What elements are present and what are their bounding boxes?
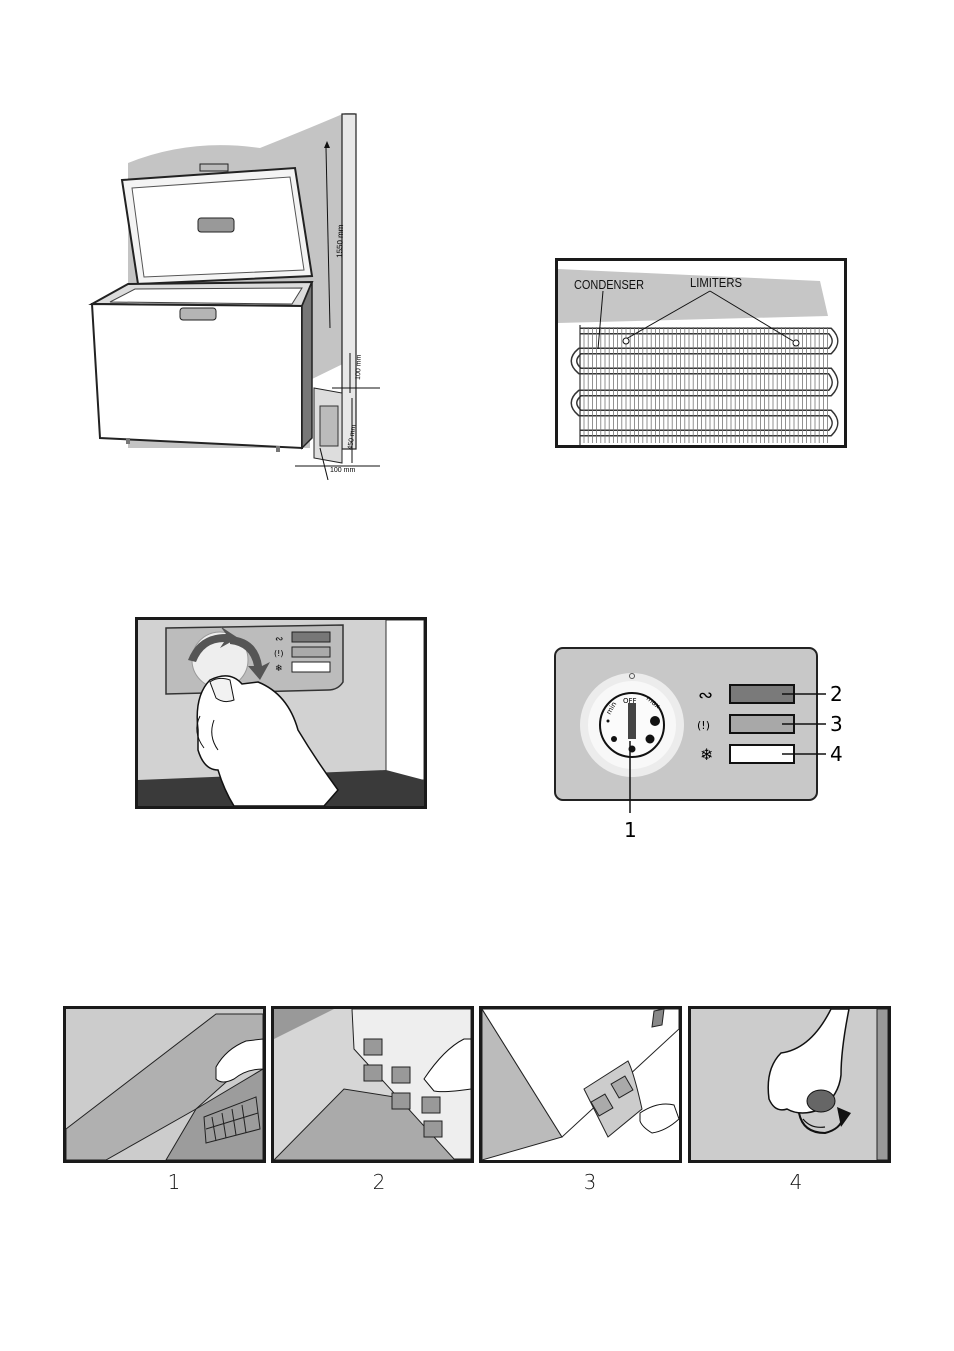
step-2-figure	[271, 1006, 474, 1163]
condenser-label: CONDENSER	[574, 277, 644, 292]
step-3-figure	[479, 1006, 682, 1163]
snowflake-icon: ❄	[700, 745, 713, 764]
side-depth-dimension-label: 450 mm	[347, 424, 357, 450]
indicator-alarm	[291, 646, 331, 658]
installation-figure: 1550 mm 100 mm 450 mm 100 mm	[80, 108, 390, 480]
limiters-label: LIMITERS	[690, 275, 742, 290]
svg-text:(!): (!)	[274, 649, 283, 658]
step-4-caption: 4	[789, 1170, 803, 1194]
step-3-caption: 3	[583, 1170, 597, 1194]
svg-text:∾: ∾	[275, 634, 283, 645]
step-2-caption: 2	[372, 1170, 386, 1194]
step-4-figure	[688, 1006, 891, 1163]
power-wave-icon: ∾	[698, 685, 713, 706]
step-1-figure	[63, 1006, 266, 1163]
control-panel-figure: min OFF max ∾ (!) ❄ 1 2 3 4	[552, 645, 862, 845]
indicator-freeze	[291, 661, 331, 673]
callout-3: 3	[830, 712, 843, 736]
callout-1: 1	[624, 818, 637, 842]
bottom-gap-dimension-label: 100 mm	[330, 467, 355, 474]
thermostat-hand-figure: ∾ (!) ❄	[135, 617, 427, 809]
height-dimension-label: 1550 mm	[335, 224, 345, 258]
alarm-bell-icon: (!)	[697, 719, 710, 732]
indicator-power	[291, 631, 331, 643]
step-1-caption: 1	[167, 1170, 181, 1194]
callout-2: 2	[830, 682, 843, 706]
top-gap-dimension-label: 100 mm	[355, 354, 363, 380]
condenser-figure: CONDENSER LIMITERS	[555, 258, 847, 448]
callout-4: 4	[830, 742, 843, 766]
dial-off-label: OFF	[623, 697, 637, 705]
svg-text:❄: ❄	[275, 664, 283, 674]
